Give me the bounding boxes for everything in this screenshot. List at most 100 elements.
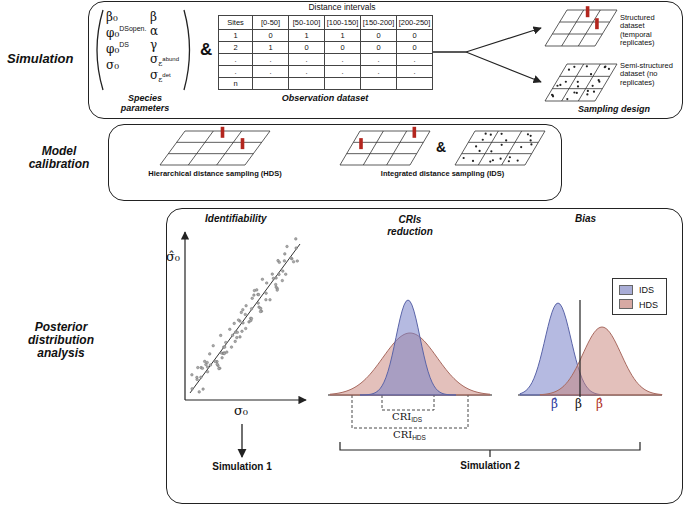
matrix-paren xyxy=(97,10,103,90)
grid-line xyxy=(160,165,245,166)
scatter-point xyxy=(209,364,212,367)
scatter-point xyxy=(219,334,222,337)
table-cell: . xyxy=(325,66,361,78)
table-value: n xyxy=(233,79,237,88)
table-cell: 1 xyxy=(325,30,361,42)
grid-line xyxy=(545,64,567,101)
observation-dot xyxy=(499,158,501,160)
scatter-point xyxy=(223,346,226,349)
scatter-point xyxy=(231,334,234,337)
model-item: Integrated distance sampling (IDS) xyxy=(330,128,555,184)
scatter-point xyxy=(290,257,293,260)
table-cell: . xyxy=(253,54,289,66)
table-cell: . xyxy=(361,54,397,66)
scatter-point xyxy=(257,293,260,296)
table-value: . xyxy=(377,55,379,64)
scatter-point xyxy=(198,391,201,394)
scatter-point xyxy=(229,328,232,331)
scatter-point xyxy=(240,311,243,314)
scatter-point xyxy=(283,260,286,263)
cri-bracket xyxy=(382,395,434,410)
scatter-point xyxy=(257,302,260,305)
observation-dot xyxy=(587,90,589,92)
scatter-point xyxy=(221,357,224,360)
table-value: 1 xyxy=(304,31,308,40)
table-value: . xyxy=(234,55,236,64)
grid-line xyxy=(353,142,423,143)
detection-mark xyxy=(359,138,363,149)
parameter-symbol: β₀ xyxy=(106,11,118,25)
superscript: DSopen. xyxy=(119,25,146,33)
observation-dot xyxy=(508,160,510,162)
observation-dot xyxy=(485,133,487,135)
legend-swatch xyxy=(619,285,633,295)
plot-title: Bias xyxy=(575,213,596,225)
grid-line xyxy=(217,131,242,165)
table-cell: . xyxy=(219,66,253,78)
scatter-point xyxy=(284,273,287,276)
legend-row: IDS xyxy=(619,282,658,297)
observation-dot xyxy=(608,68,610,70)
scatter-point xyxy=(191,374,194,377)
detection-mark xyxy=(241,138,245,149)
scatter-point xyxy=(292,261,295,264)
table-row: 210000 xyxy=(219,42,433,54)
column-header: [200-250] xyxy=(399,18,431,27)
observation-dot xyxy=(592,85,594,87)
axis-label: σ̂₀ xyxy=(166,250,180,265)
parameter-symbol: φ₀ xyxy=(106,27,119,41)
table-cell: . xyxy=(325,54,361,66)
scatter-point xyxy=(265,282,268,285)
legend-text: HDS xyxy=(639,299,658,309)
table-cell: 0 xyxy=(325,42,361,54)
table-value: 0 xyxy=(412,31,416,40)
grid-line xyxy=(562,10,584,46)
scatter-point xyxy=(218,367,221,370)
scatter-point xyxy=(251,297,254,300)
table-value: . xyxy=(269,55,271,64)
scatter-point xyxy=(223,352,226,355)
model-item: Hierarchical distance sampling (HDS) xyxy=(130,128,300,184)
observation-dot xyxy=(552,94,554,96)
grid-line xyxy=(455,165,525,166)
scatter-point xyxy=(278,273,281,276)
scatter-point xyxy=(245,304,248,307)
subscript: HDS xyxy=(412,434,426,441)
grid-line xyxy=(340,131,360,165)
observation-dot xyxy=(577,85,579,87)
matrix-paren xyxy=(184,10,190,90)
legend-row: HDS xyxy=(619,297,658,312)
observation-dot xyxy=(551,94,553,96)
observation-dot xyxy=(556,85,558,87)
model-label: Hierarchical distance sampling (HDS) xyxy=(130,170,300,178)
column-header: [50-100] xyxy=(293,18,321,27)
scatter-point xyxy=(237,319,240,322)
observation-dot xyxy=(565,81,567,83)
grid-line xyxy=(185,131,270,132)
observation-dot xyxy=(500,133,502,135)
grid-line xyxy=(595,64,617,101)
table-value: 0 xyxy=(268,31,272,40)
table-value: . xyxy=(234,67,236,76)
observation-dot xyxy=(520,146,522,148)
table-value: . xyxy=(341,55,343,64)
observation-dot xyxy=(489,160,491,162)
true-value-line xyxy=(579,300,580,397)
estimate-label: β̂ xyxy=(596,398,603,412)
sampling-design: Semi-structured dataset (no replicates) xyxy=(542,60,680,104)
table-value: 2 xyxy=(233,43,237,52)
column-header: [100-150] xyxy=(327,18,359,27)
scatter-point xyxy=(259,310,262,313)
table-cell: . xyxy=(253,66,289,78)
plot-title: CRIs reduction xyxy=(380,214,440,237)
posterior-curve xyxy=(360,300,456,395)
table-cell: . xyxy=(397,54,433,66)
column-header: Sites xyxy=(227,18,244,27)
table-cell: 0 xyxy=(361,42,397,54)
grid-line xyxy=(468,142,538,143)
observation-dot xyxy=(604,65,606,67)
table-cell: [50-100] xyxy=(289,16,325,30)
grid-line xyxy=(475,131,545,132)
scatter-point xyxy=(276,289,279,292)
table-cell: 0 xyxy=(289,42,325,54)
